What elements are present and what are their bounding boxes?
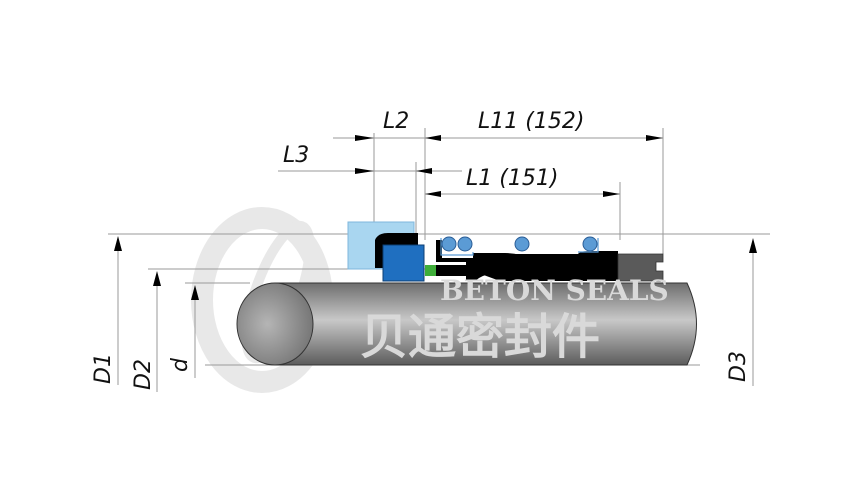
spring-2 xyxy=(457,236,473,252)
shaft xyxy=(236,282,697,366)
spring-1 xyxy=(441,236,457,252)
end-collar xyxy=(617,253,664,282)
spring-3 xyxy=(514,236,530,252)
label-L2: L2 xyxy=(383,109,409,134)
drive-band xyxy=(470,262,618,281)
label-L3: L3 xyxy=(283,143,309,168)
watermark-text: BETON SEALS 贝通密封件 xyxy=(360,274,669,365)
label-d: d xyxy=(168,357,193,372)
bellows-curve xyxy=(473,253,591,272)
spring-4 xyxy=(582,236,598,252)
dimension-arrows xyxy=(114,135,757,300)
spring-retainer-right xyxy=(578,238,599,253)
label-D2: D2 xyxy=(131,359,156,390)
spring-retainer xyxy=(440,238,474,256)
seal-face xyxy=(382,244,425,282)
seal-assembly xyxy=(347,221,664,282)
label-D3: D3 xyxy=(726,351,751,382)
label-L11: L11 (152) xyxy=(478,109,584,134)
label-L1: L1 (151) xyxy=(466,166,558,191)
watermark-chinese: 贝通密封件 xyxy=(360,309,600,365)
label-D1: D1 xyxy=(91,353,116,384)
watermark-latin: BETON SEALS xyxy=(440,274,669,307)
